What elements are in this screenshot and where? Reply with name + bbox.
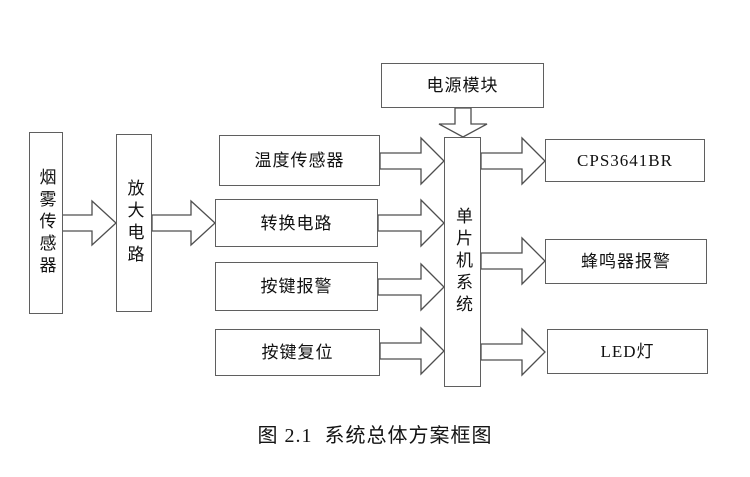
node-temp-sensor-box: 温度传感器	[219, 135, 380, 186]
arrow-amplifier-to-converter	[151, 199, 216, 247]
node-converter-box: 转换电路	[215, 199, 378, 247]
figure-caption: 图 2.1 系统总体方案框图	[257, 425, 493, 447]
node-amplifier-box: 放大电路	[116, 134, 152, 312]
arrow-smoke-to-amplifier	[61, 199, 117, 247]
node-key-reset-box: 按键复位	[215, 329, 380, 376]
arrow-converter-to-mcu	[377, 198, 445, 248]
arrow-mcu-to-led	[480, 327, 546, 377]
node-led-light-box: LED灯	[547, 329, 708, 374]
node-key-alarm-box: 按键报警	[215, 262, 378, 311]
arrow-mcu-to-buzzer	[480, 236, 546, 286]
node-power-module-box: 电源模块	[381, 63, 544, 108]
arrow-keyreset-to-mcu	[379, 326, 445, 376]
arrow-power-to-mcu	[438, 107, 488, 138]
node-buzzer-alarm-box: 蜂鸣器报警	[545, 239, 707, 284]
arrow-keyalarm-to-mcu	[377, 262, 445, 312]
arrow-mcu-to-cps	[480, 136, 546, 186]
node-cps3641br-box: CPS3641BR	[545, 139, 705, 182]
node-mcu-system-box: 单片机系统	[444, 137, 481, 387]
arrow-temp-to-mcu	[379, 136, 445, 186]
node-smoke-sensor-box: 烟雾传感器	[29, 132, 63, 314]
